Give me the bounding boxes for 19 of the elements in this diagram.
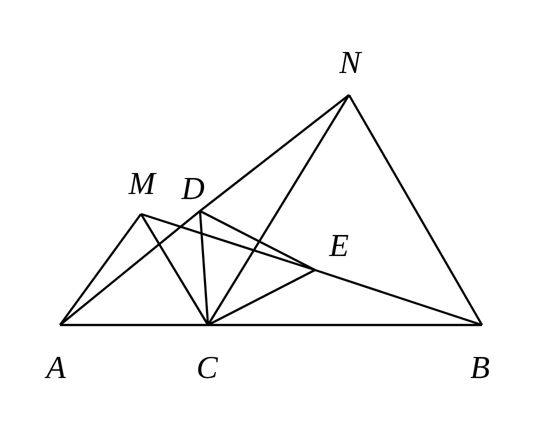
line-segment: [198, 210, 210, 326]
point-label: M: [128, 167, 156, 199]
line-segment: [208, 269, 316, 326]
point-label: N: [339, 46, 361, 78]
line-segment: [59, 210, 201, 326]
line-segment: [60, 324, 208, 326]
point-label: B: [470, 351, 490, 383]
line-segment: [314, 268, 482, 326]
point-label: C: [196, 351, 218, 383]
line-segment: [199, 94, 350, 212]
point-label: E: [329, 229, 349, 261]
line-segment: [207, 94, 350, 326]
line-segment: [140, 213, 209, 326]
point-label: A: [46, 351, 66, 383]
line-segment: [208, 324, 482, 326]
line-segment: [59, 213, 142, 326]
line-segment: [200, 210, 316, 271]
line-segment: [348, 94, 483, 326]
point-label: D: [181, 172, 205, 204]
